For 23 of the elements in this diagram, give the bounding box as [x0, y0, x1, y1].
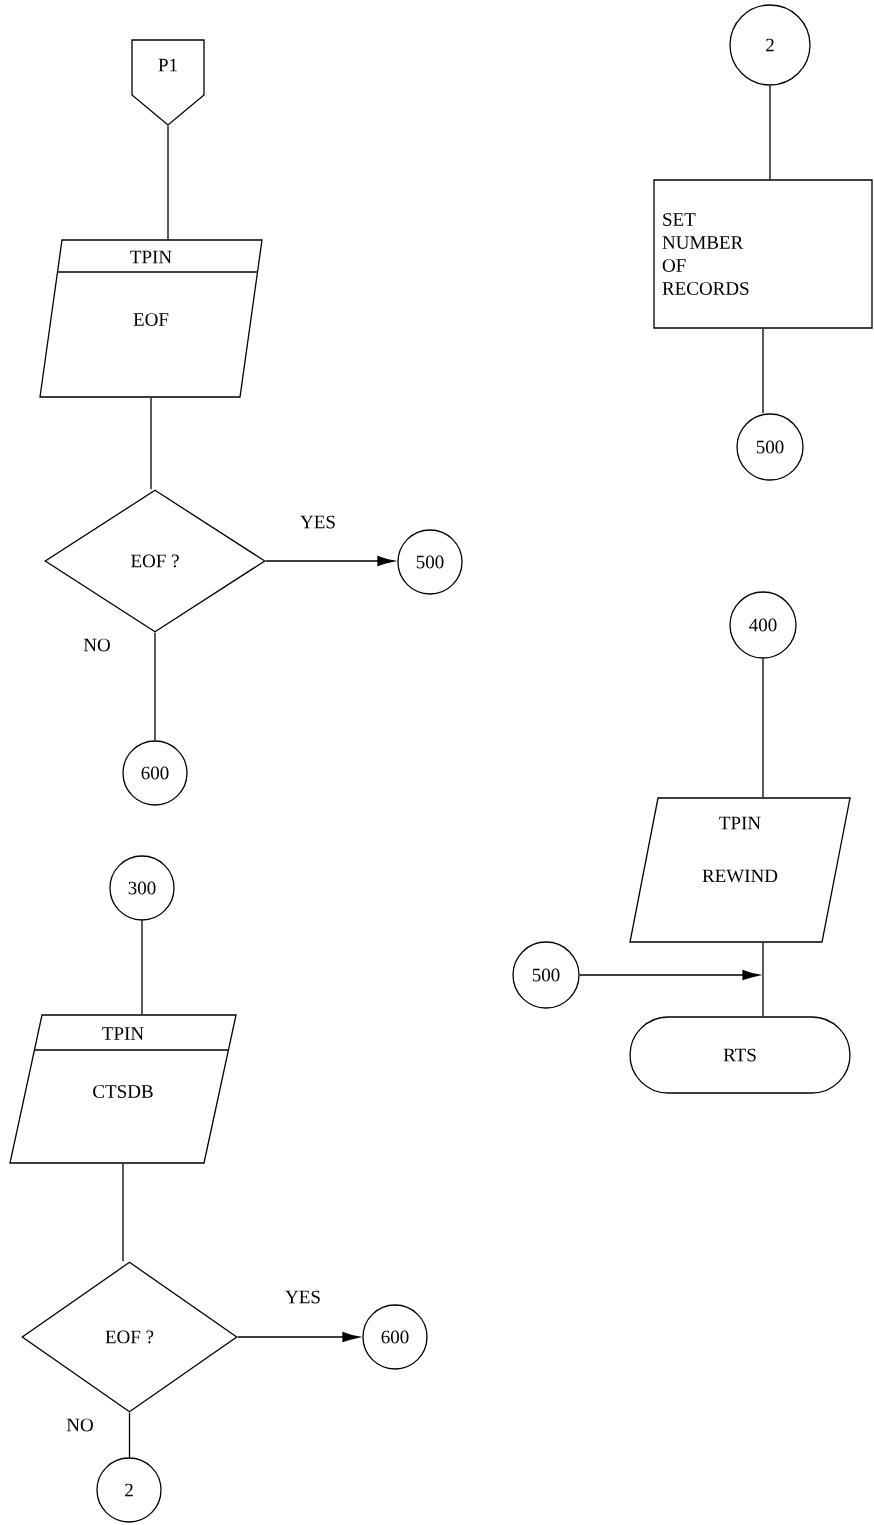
connector-line [122, 1163, 124, 1262]
connector-line [128, 1412, 131, 1458]
connector-line [167, 125, 169, 240]
edge-label: YES [299, 514, 337, 530]
connector-line [762, 942, 764, 1017]
connector-line [141, 920, 143, 1015]
connector-line [762, 658, 764, 798]
connector-line [769, 85, 771, 180]
input-output-parallelogram: TPIN REWIND [629, 797, 851, 943]
connector-line [154, 632, 156, 741]
connector-line [579, 969, 760, 981]
input-output-parallelogram: TPIN CTSDB [9, 1014, 237, 1164]
connector-line [150, 397, 152, 490]
edge-label: NO [65, 1417, 95, 1433]
terminator: RTS [629, 1016, 851, 1094]
connector-line [265, 555, 395, 567]
process-box: SET NUMBER OF RECORDS [653, 179, 873, 329]
connector-line [762, 328, 764, 414]
input-output-parallelogram: TPIN EOF [39, 239, 263, 398]
off-page-connector: P1 [131, 39, 205, 126]
edge-label: NO [82, 637, 112, 653]
connector-line [237, 1331, 360, 1343]
edge-label: YES [284, 1289, 322, 1305]
